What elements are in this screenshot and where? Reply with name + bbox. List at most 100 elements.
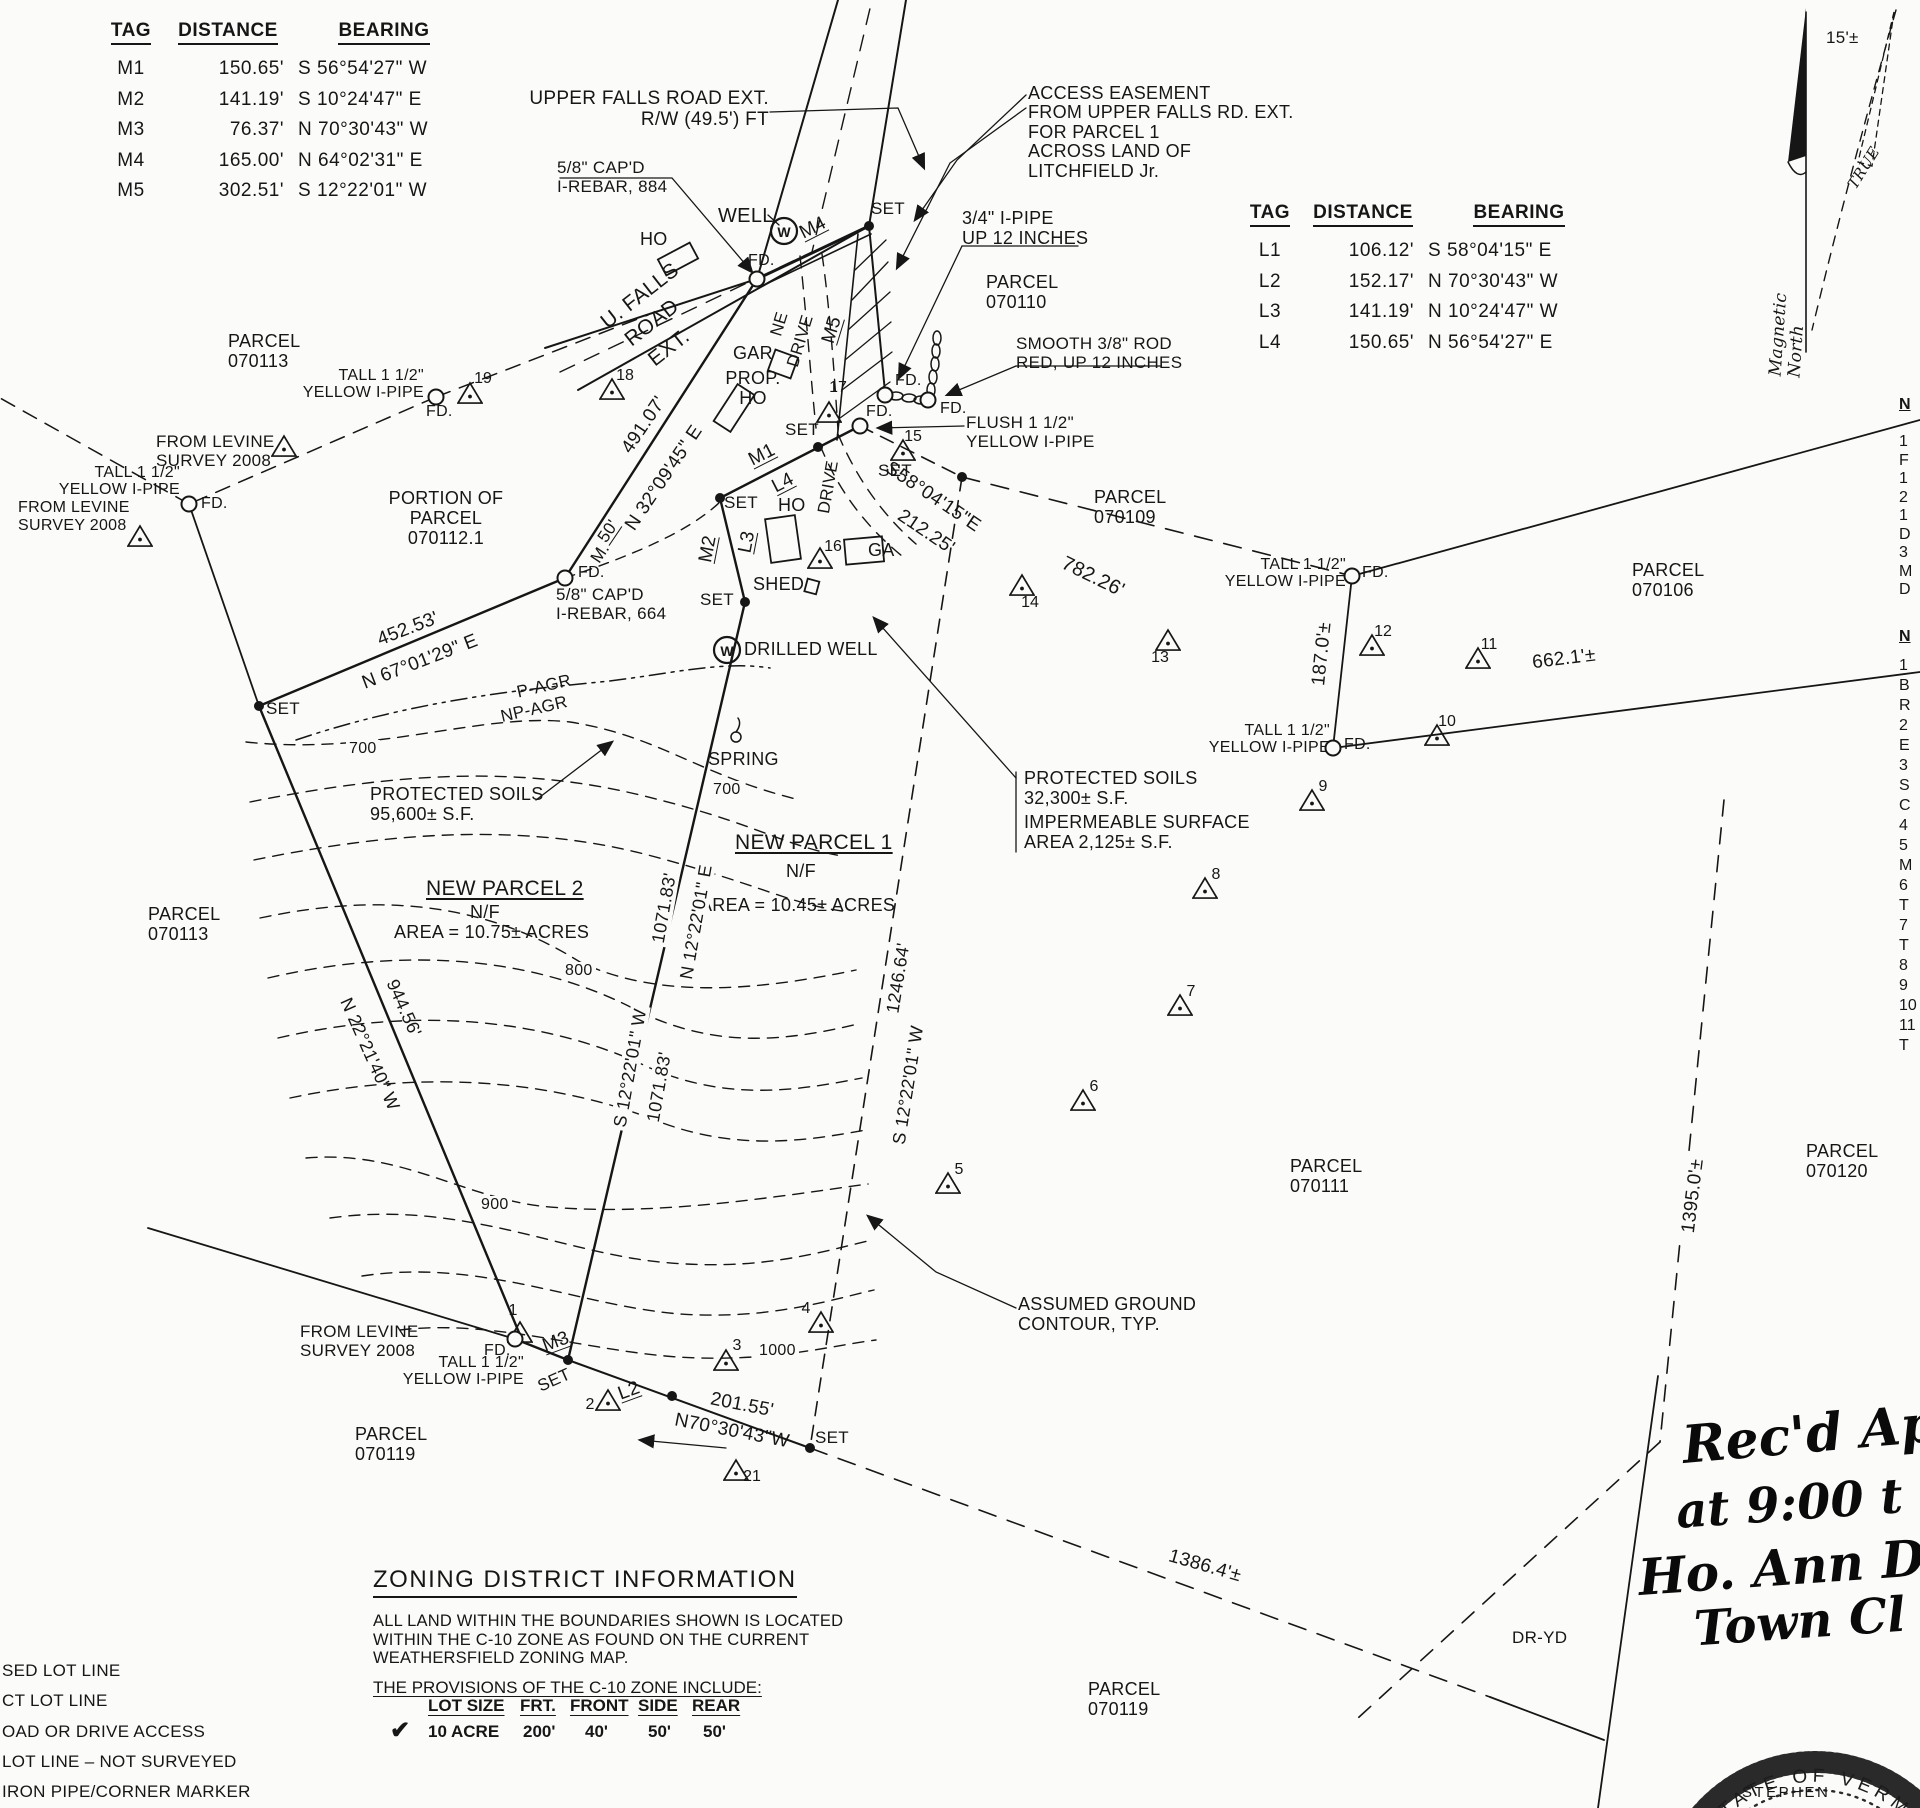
survey-point-number: 1 — [508, 1302, 518, 1319]
contour-note: ASSUMED GROUND CONTOUR, TYP. — [1018, 1294, 1197, 1335]
zoning-body-line: WITHIN THE C-10 ZONE AS FOUND ON THE CUR… — [373, 1630, 810, 1649]
survey-ref: FROM LEVINE SURVEY 2008 — [18, 499, 130, 534]
clipped-note-line: M — [1899, 857, 1913, 874]
tag-cell: M1 — [117, 58, 145, 79]
map-label: FD. — [426, 403, 453, 420]
set-monument-icon — [957, 472, 967, 482]
survey-point-number: 15 — [904, 428, 922, 445]
survey-point-number: 13 — [1151, 649, 1169, 666]
set-monument-icon — [667, 1391, 677, 1401]
clipped-note-line: 9 — [1899, 977, 1908, 994]
soils-note: PROTECTED SOILS 32,300± S.F. — [1024, 768, 1198, 809]
survey-point-number: 9 — [1318, 778, 1328, 795]
distance-cell: 141.19' — [218, 88, 284, 110]
survey-point-triangle — [1155, 628, 1181, 652]
parcel-id: PARCEL 070113 — [228, 331, 301, 372]
bearing-cell: N 64°02'31" E — [298, 149, 423, 171]
tag-cell: M2 — [117, 88, 145, 110]
map-label: SET — [266, 699, 300, 718]
clipped-note-line: D — [1899, 581, 1911, 598]
clipped-note-line: 3 — [1899, 544, 1908, 561]
map-label: N/F — [470, 902, 500, 922]
survey-point-triangle — [1192, 876, 1218, 900]
zoning-col-lotsize: LOT SIZE — [428, 1696, 505, 1715]
survey-point-number: 3 — [732, 1337, 742, 1354]
parcel-id: PORTION OF PARCEL 070112.1 — [388, 488, 504, 549]
tag-cell: L1 — [1258, 240, 1282, 261]
survey-point-number: 6 — [1089, 1078, 1099, 1095]
zoning-body-line: WEATHERSFIELD ZONING MAP. — [373, 1649, 629, 1668]
road-name-callout: UPPER FALLS ROAD EXT. R/W (49.5') FT — [529, 88, 769, 131]
survey-point-triangle — [807, 546, 833, 570]
clipped-note-line: T — [1899, 1037, 1909, 1054]
clipped-notes-heading: N — [1899, 396, 1911, 413]
survey-point-number: 16 — [824, 538, 842, 555]
monument-note: 3/4" I-PIPE UP 12 INCHES — [962, 208, 1089, 249]
monument-note: SMOOTH 3/8" ROD RED, UP 12 INCHES — [1016, 334, 1183, 373]
parcel-id: PARCEL 070111 — [1290, 1156, 1363, 1197]
legend-item: LOT LINE – NOT SURVEYED — [2, 1751, 237, 1771]
col-tag: TAG — [110, 20, 152, 45]
survey-point-number: 11 — [1480, 636, 1498, 653]
clipped-note-line: B — [1899, 677, 1910, 694]
parcel-id: PARCEL 070109 — [1094, 487, 1167, 528]
found-monument-icon — [748, 270, 766, 288]
stamp-name: STEPHEN — [1742, 1784, 1831, 1801]
map-label: GA — [868, 540, 895, 560]
parcel-title: NEW PARCEL 2 — [426, 877, 584, 900]
map-label: FD. — [866, 403, 893, 420]
legend-item: OAD OR DRIVE ACCESS — [2, 1721, 206, 1741]
set-monument-icon — [813, 442, 823, 452]
clipped-note-line: 3 — [1899, 757, 1908, 774]
col-distance: DISTANCE — [1313, 202, 1413, 227]
survey-point-triangle — [713, 1348, 739, 1372]
tag-cell: M4 — [117, 149, 145, 171]
zoning-body: ALL LAND WITHIN THE BOUNDARIES SHOWN IS … — [373, 1612, 853, 1668]
survey-point-number: 5 — [954, 1161, 964, 1178]
svg-text:W: W — [777, 224, 791, 240]
set-monument-icon — [740, 597, 750, 607]
clipped-note-line: 10 — [1899, 997, 1917, 1014]
distance-cell: 152.17' — [1348, 270, 1414, 292]
survey-point-triangle — [599, 377, 625, 401]
map-label: DR-YD — [1512, 1628, 1568, 1647]
table-header: TAG DISTANCE BEARING — [1238, 202, 1614, 240]
zoning-val-side: 50' — [648, 1722, 671, 1741]
monument-note: TALL 1 1/2" YELLOW I-PIPE — [1224, 556, 1346, 591]
map-label: SET — [700, 590, 734, 609]
col-distance: DISTANCE — [178, 20, 278, 45]
tag-cell: L4 — [1258, 331, 1282, 353]
distance-cell: 150.65' — [218, 58, 284, 79]
zoning-col-front: FRONT — [570, 1696, 629, 1715]
clipped-note-line: T — [1899, 937, 1909, 954]
survey-point-triangle — [723, 1458, 749, 1482]
map-label: SPRING — [708, 749, 779, 769]
bearing-cell: N 10°24'47" W — [1428, 301, 1559, 322]
monument-note: TALL 1 1/2" YELLOW I-PIPE — [1208, 722, 1330, 757]
zoning-col-side: SIDE — [638, 1696, 678, 1715]
set-monument-icon — [563, 1355, 573, 1365]
survey-point-number: 7 — [1186, 983, 1196, 1000]
clipped-note-line: 1 — [1899, 470, 1908, 487]
set-monument-icon — [805, 1443, 815, 1453]
monument-note: TALL 1 1/2" YELLOW I-PIPE — [402, 1354, 524, 1389]
tag-cell: L3 — [1258, 301, 1282, 322]
clipped-note-line: 11 — [1899, 1017, 1916, 1034]
clipped-note-line: 1 — [1899, 507, 1908, 524]
monument-note: TALL 1 1/2" YELLOW I-PIPE — [58, 464, 180, 499]
survey-point-number: 14 — [1021, 594, 1039, 611]
survey-point-triangle — [1299, 788, 1325, 812]
map-label: SHED — [753, 574, 805, 594]
map-label: WELL — [718, 205, 774, 227]
clipped-note-line: E — [1899, 737, 1910, 754]
clipped-note-line: 2 — [1899, 488, 1908, 506]
area-note: AREA = 10.75± ACRES — [394, 922, 590, 942]
access-easement-note: ACCESS EASEMENT FROM UPPER FALLS RD. EXT… — [1028, 83, 1294, 181]
survey-point-triangle — [457, 381, 483, 405]
table-header: TAG DISTANCE BEARING — [100, 20, 474, 58]
zoning-val-rear: 50' — [703, 1722, 726, 1741]
clipped-note-line: D — [1899, 525, 1911, 543]
map-label: DRILLED WELL — [744, 639, 878, 659]
